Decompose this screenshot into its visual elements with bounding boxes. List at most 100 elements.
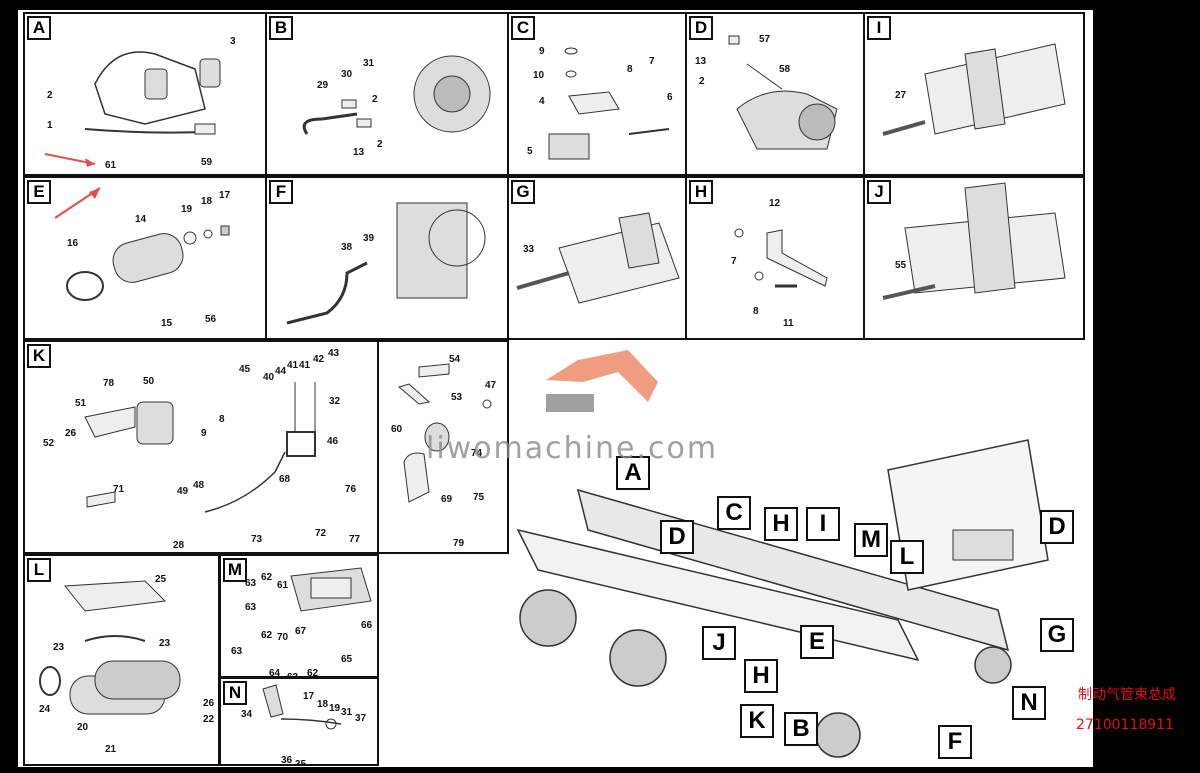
part-1: 1 bbox=[47, 120, 53, 131]
panel-b-drawing bbox=[302, 55, 491, 135]
callout-d-right: D bbox=[1040, 510, 1074, 544]
part-9: 9 bbox=[201, 428, 207, 439]
panel-b: B 31 30 29 2 13 2 bbox=[265, 12, 510, 176]
panel-e-drawing bbox=[54, 187, 230, 301]
panel-l-drawing bbox=[39, 580, 181, 715]
callout-f: F bbox=[938, 725, 972, 759]
part-64: 64 bbox=[269, 668, 281, 678]
part-17: 17 bbox=[303, 691, 315, 702]
part-49: 49 bbox=[177, 486, 189, 497]
part-50: 50 bbox=[143, 376, 155, 387]
part-69: 69 bbox=[441, 494, 453, 505]
panel-j-drawing bbox=[882, 182, 1066, 300]
part-7: 7 bbox=[649, 56, 655, 67]
part-56: 56 bbox=[205, 314, 217, 325]
part-53: 53 bbox=[451, 392, 463, 403]
part-46: 46 bbox=[327, 436, 339, 447]
part-13: 13 bbox=[695, 56, 707, 67]
panel-a-drawing bbox=[44, 51, 221, 167]
part-24: 24 bbox=[39, 704, 51, 715]
panel-l: L 25 23 23 24 20 21 26 22 bbox=[23, 554, 220, 766]
part-2: 2 bbox=[372, 94, 378, 105]
part-19: 19 bbox=[329, 703, 341, 714]
panel-k-drawing bbox=[84, 382, 316, 513]
panel-g-label: G bbox=[511, 180, 535, 204]
panel-g-drawing bbox=[516, 212, 680, 304]
panel-k-extension: 54 53 47 60 74 75 69 79 bbox=[377, 340, 509, 554]
part-40: 40 bbox=[263, 372, 275, 383]
panel-f-label: F bbox=[269, 180, 293, 204]
panel-m: M 63 62 61 63 62 70 67 66 63 64 63 62 65 bbox=[219, 554, 379, 678]
part-2: 2 bbox=[47, 90, 53, 101]
callout-h-top: H bbox=[764, 507, 798, 541]
panel-f: F 38 39 bbox=[265, 176, 510, 340]
panel-j: J 55 bbox=[863, 176, 1085, 340]
part-59: 59 bbox=[201, 157, 213, 168]
callout-m: M bbox=[854, 523, 888, 557]
part-79: 79 bbox=[453, 538, 465, 549]
callout-n: N bbox=[1012, 686, 1046, 720]
panel-i: I 27 bbox=[863, 12, 1085, 176]
part-76: 76 bbox=[345, 484, 357, 495]
part-26: 26 bbox=[65, 428, 77, 439]
part-44: 44 bbox=[275, 366, 287, 377]
parts-diagram-sheet: A 3 2 1 61 59 B 31 30 29 2 13 2 bbox=[18, 10, 1093, 767]
part-77: 77 bbox=[349, 534, 361, 545]
panel-a-label: A bbox=[27, 16, 51, 40]
panel-d: D 57 13 2 58 bbox=[685, 12, 866, 176]
callout-l: L bbox=[890, 540, 924, 574]
panel-c: C 9 10 4 7 8 6 5 bbox=[507, 12, 688, 176]
panel-e-label: E bbox=[27, 180, 51, 204]
panel-e: E 14 19 18 17 16 15 56 bbox=[23, 176, 268, 340]
part-33: 33 bbox=[523, 244, 535, 255]
callout-k: K bbox=[740, 704, 774, 738]
part-14: 14 bbox=[135, 214, 147, 225]
part-45: 45 bbox=[239, 364, 251, 375]
panel-k-extension-drawing bbox=[397, 363, 492, 503]
panel-m-drawing bbox=[290, 567, 372, 612]
part-43: 43 bbox=[328, 348, 340, 359]
part-63d: 63 bbox=[287, 672, 299, 678]
part-11: 11 bbox=[783, 318, 794, 329]
part-67: 67 bbox=[295, 626, 307, 637]
part-8: 8 bbox=[753, 306, 759, 317]
panel-n: N 34 17 18 19 31 37 36 35 bbox=[219, 677, 379, 766]
part-38: 38 bbox=[341, 242, 353, 253]
part-70: 70 bbox=[277, 632, 289, 643]
part-31: 31 bbox=[341, 707, 353, 718]
part-30: 30 bbox=[341, 69, 353, 80]
part-41a: 41 bbox=[287, 360, 299, 371]
part-57: 57 bbox=[759, 34, 771, 45]
part-22: 22 bbox=[203, 714, 215, 725]
part-35: 35 bbox=[295, 759, 307, 766]
part-18: 18 bbox=[201, 196, 213, 207]
part-31: 31 bbox=[363, 58, 375, 69]
part-61: 61 bbox=[277, 580, 289, 591]
panel-i-drawing bbox=[882, 43, 1066, 136]
part-16: 16 bbox=[67, 238, 79, 249]
part-13: 13 bbox=[353, 147, 365, 158]
part-74: 74 bbox=[471, 448, 483, 459]
part-12: 12 bbox=[769, 198, 781, 209]
panel-a: A 3 2 1 61 59 bbox=[23, 12, 268, 176]
panel-d-label: D bbox=[689, 16, 713, 40]
part-55: 55 bbox=[895, 260, 907, 271]
part-8: 8 bbox=[219, 414, 225, 425]
part-78: 78 bbox=[103, 378, 115, 389]
part-41b: 41 bbox=[299, 360, 311, 371]
panel-l-label: L bbox=[27, 558, 51, 582]
callout-d-left: D bbox=[660, 520, 694, 554]
part-37: 37 bbox=[355, 713, 367, 724]
part-18: 18 bbox=[317, 699, 329, 710]
panel-k: K 78 50 45 40 44 41 41 42 43 51 32 26 52… bbox=[23, 340, 379, 554]
part-42: 42 bbox=[313, 354, 325, 365]
part-8: 8 bbox=[627, 64, 633, 75]
panel-j-label: J bbox=[867, 180, 891, 204]
part-71: 71 bbox=[113, 484, 125, 495]
part-63a: 63 bbox=[245, 578, 257, 589]
part-7: 7 bbox=[731, 256, 737, 267]
part-29: 29 bbox=[317, 80, 329, 91]
callout-e: E bbox=[800, 625, 834, 659]
panel-n-drawing bbox=[262, 684, 342, 730]
part-65: 65 bbox=[341, 654, 353, 665]
